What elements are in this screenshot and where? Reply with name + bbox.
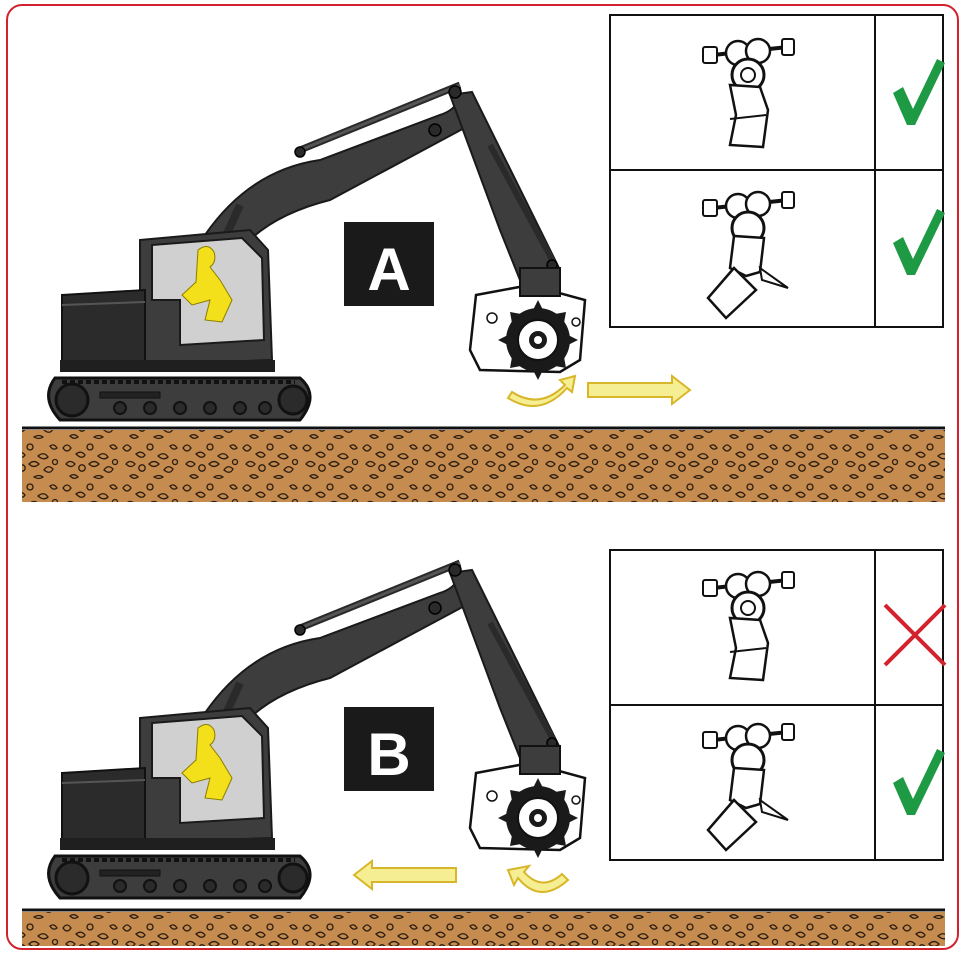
soil-a xyxy=(22,430,945,502)
option-table-a xyxy=(610,15,945,327)
rotation-arrow-b xyxy=(508,866,568,892)
travel-arrow-right-a xyxy=(588,376,690,404)
svg-text:B: B xyxy=(367,721,410,788)
rotation-arrow-a xyxy=(508,376,575,406)
soil-b xyxy=(22,912,945,946)
excavator-a xyxy=(49,85,585,420)
option-table-b xyxy=(610,550,945,860)
scenario-a: A xyxy=(22,15,945,502)
excavator-b xyxy=(49,563,585,898)
travel-arrow-left-b xyxy=(354,861,456,889)
scenario-label-b: B xyxy=(344,707,434,791)
scenario-b: B xyxy=(22,550,945,946)
scenario-label-a: A xyxy=(344,222,434,306)
svg-text:A: A xyxy=(367,236,410,303)
